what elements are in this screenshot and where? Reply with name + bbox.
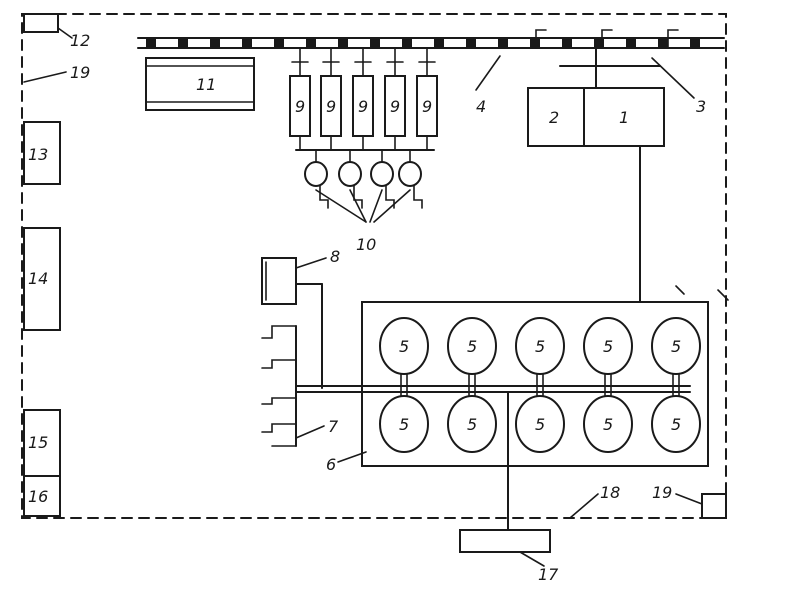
- rail-marker: [242, 39, 252, 47]
- dispenser: [338, 161, 362, 187]
- box-12: [23, 13, 59, 33]
- label-box-16: 16: [28, 487, 48, 506]
- label-7: 7: [328, 417, 339, 436]
- rail-marker: [146, 39, 156, 47]
- vessel-upper: [447, 317, 497, 375]
- unit-8: [261, 257, 323, 389]
- label-hopper-unit: 9: [326, 97, 336, 116]
- leader-lines: [23, 27, 729, 567]
- label-box-13: 13: [28, 145, 48, 164]
- label-12: 12: [70, 31, 90, 50]
- vessel-lower: [651, 395, 701, 453]
- label-10: 10: [356, 235, 376, 254]
- box-15: [23, 409, 61, 477]
- rail-marker: [594, 39, 604, 47]
- vessel-lower: [583, 395, 633, 453]
- unit-2: [527, 87, 585, 147]
- rail-marker: [402, 39, 412, 47]
- label-8: 8: [330, 247, 340, 266]
- label-hopper-unit: 9: [422, 97, 432, 116]
- label-box-14: 14: [28, 269, 48, 288]
- label-18: 18: [600, 483, 620, 502]
- vessel-lower: [447, 395, 497, 453]
- label-6: 6: [326, 455, 336, 474]
- dispensers-10: [295, 149, 435, 223]
- vessel-lower: [379, 395, 429, 453]
- label-vessel-upper: 5: [603, 337, 613, 356]
- label-19-right: 19: [652, 483, 672, 502]
- vessel-upper: [515, 317, 565, 375]
- unit-17: [459, 529, 551, 553]
- box-16: [23, 475, 61, 517]
- hopper-units-9: 9 9 9 9 9: [289, 47, 438, 151]
- label-vessel-lower: 5: [671, 415, 681, 434]
- dispenser-spout: [353, 185, 363, 209]
- outlets-7: [261, 325, 297, 447]
- building-boundary: [21, 13, 727, 519]
- label-vessel-lower: 5: [399, 415, 409, 434]
- dispenser: [398, 161, 422, 187]
- label-vessel-upper: 5: [535, 337, 545, 356]
- label-4: 4: [476, 97, 486, 116]
- label-unit-11: 11: [196, 75, 216, 94]
- label-box-15: 15: [28, 433, 48, 452]
- box-13: [23, 121, 61, 185]
- vessel-upper: [379, 317, 429, 375]
- rail-marker: [306, 39, 316, 47]
- rail-marker: [658, 39, 668, 47]
- vessel-array-6: 5 5 5 5 5 5 5 5 5 5: [295, 301, 709, 551]
- rail-marker: [370, 39, 380, 47]
- label-vessel-lower: 5: [535, 415, 545, 434]
- label-hopper-unit: 9: [295, 97, 305, 116]
- rail-markers: [146, 39, 700, 47]
- rail-marker: [626, 39, 636, 47]
- rail-marker: [210, 39, 220, 47]
- label-19-left: 19: [70, 63, 90, 82]
- wall-boxes: 13 14 15 16: [23, 13, 61, 517]
- rail-marker: [434, 39, 444, 47]
- rail-marker: [562, 39, 572, 47]
- rail-marker: [178, 39, 188, 47]
- label-hopper-unit: 9: [390, 97, 400, 116]
- label-vessel-lower: 5: [603, 415, 613, 434]
- dispenser-spout: [413, 185, 423, 209]
- unit-1: [583, 87, 665, 147]
- vessel-upper: [651, 317, 701, 375]
- rail-marker: [690, 39, 700, 47]
- label-vessel-upper: 5: [671, 337, 681, 356]
- rail-marker: [530, 39, 540, 47]
- label-vessel-upper: 5: [399, 337, 409, 356]
- rail-marker: [274, 39, 284, 47]
- unit-11: 11: [145, 57, 255, 111]
- label-17: 17: [538, 565, 559, 584]
- box-14: [23, 227, 61, 331]
- vessel-upper: [583, 317, 633, 375]
- rail-hooks: [535, 29, 679, 49]
- label-unit-2: 2: [549, 108, 559, 127]
- label-vessel-lower: 5: [467, 415, 477, 434]
- conveyor-rail: [137, 37, 725, 49]
- label-unit-1: 1: [619, 108, 629, 127]
- vessel-lower: [515, 395, 565, 453]
- label-vessel-upper: 5: [467, 337, 477, 356]
- label-hopper-unit: 9: [358, 97, 368, 116]
- rail-marker: [498, 39, 508, 47]
- label-3: 3: [696, 97, 706, 116]
- dispenser: [304, 161, 328, 187]
- rail-marker: [338, 39, 348, 47]
- dispenser: [370, 161, 394, 187]
- box-19-right: [701, 493, 727, 519]
- rail-marker: [466, 39, 476, 47]
